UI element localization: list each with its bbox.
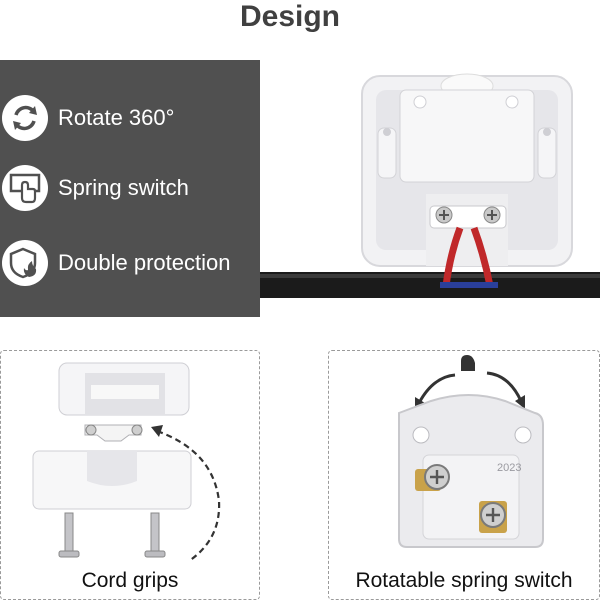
arrow <box>156 429 221 562</box>
rotate-icon <box>2 95 48 141</box>
card-caption: Cord grips <box>81 569 179 592</box>
feature-panel: Rotate 360° Spring switch Double protect… <box>0 60 260 317</box>
card-cord-grips: Cord grips <box>0 350 260 600</box>
shield-fire-icon <box>2 240 48 286</box>
card-rotatable-spring-switch: 2023 Rotatable spring switch <box>328 350 600 600</box>
feature-label: Rotate 360° <box>58 105 175 130</box>
feature-double-protection: Double protection <box>0 237 260 289</box>
feature-label: Double protection <box>58 250 231 275</box>
press-icon <box>461 355 475 371</box>
year-mark: 2023 <box>497 462 521 474</box>
screw <box>150 512 160 554</box>
feature-label: Spring switch <box>58 175 189 200</box>
page-title: Design <box>239 0 341 33</box>
rotate-arrow-right <box>486 371 523 402</box>
card-caption: Rotatable spring switch <box>355 569 573 592</box>
spring-switch-icon <box>2 165 48 211</box>
rotate-arrow-left <box>417 373 456 404</box>
product-photo-top <box>260 60 600 317</box>
switch-cover <box>399 89 535 183</box>
feature-spring-switch: Spring switch <box>0 162 260 214</box>
feature-rotate: Rotate 360° <box>0 92 260 144</box>
screw <box>64 512 74 554</box>
